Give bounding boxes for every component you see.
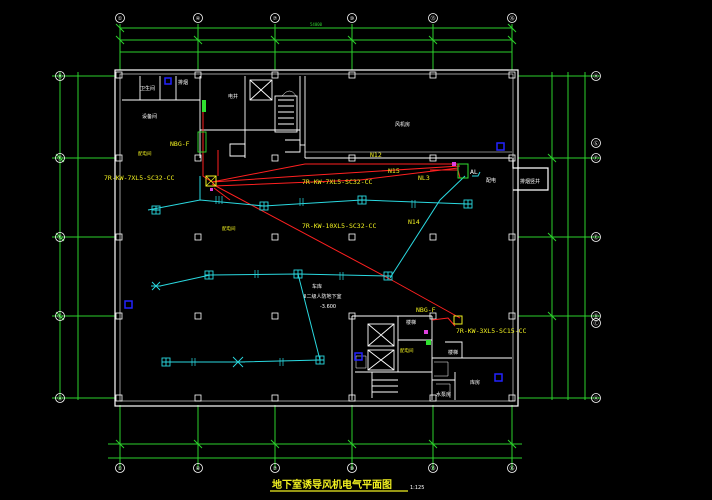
grid-label: Ⓒ <box>57 313 62 320</box>
cable-spec: 7R-KW-7XL5-SC32-CC <box>302 178 373 186</box>
dimension-text: 54000 <box>310 22 323 27</box>
control-box-2 <box>453 315 463 325</box>
distribution-boxes <box>197 100 469 345</box>
circuit-label: N12 <box>370 151 382 159</box>
grid-label: Ⓐ <box>593 395 598 402</box>
grid-label: Ⓕ <box>57 155 62 162</box>
grid-label: Ⓔ <box>57 234 62 241</box>
room-label: 车库 <box>312 283 322 290</box>
grid-bubbles-right <box>591 71 601 403</box>
fan-symbols <box>151 195 473 368</box>
magenta-marks <box>210 162 456 334</box>
fan-icon <box>151 281 161 291</box>
fan-icon <box>259 201 269 211</box>
room-label: Ⅱ二级人防地下室 <box>304 293 341 300</box>
circuit-label: N15 <box>388 167 400 175</box>
switch-indicator <box>426 340 431 345</box>
panel-label: AL <box>470 168 478 176</box>
cable-ticks <box>191 196 416 366</box>
panel-al <box>457 163 469 179</box>
outer-walls <box>114 69 549 407</box>
cable-spec: 7R-KW-3XL5-SC15-CC <box>456 327 527 335</box>
panel-label: NBG-F <box>416 306 436 314</box>
grid-label: Ⓓ <box>593 313 598 320</box>
equipment-box <box>124 300 133 309</box>
cable-labels: 7R-KW-7XL5-SC32-CC 7R-KW-7XL5-SC32-CC 7R… <box>104 140 527 335</box>
fan-icon <box>357 195 367 205</box>
panel-label: NBG-F <box>170 140 190 148</box>
room-labels: 配电 排烟竖井 车库 Ⅱ二级人防地下室 -3.600 设备间 风机房 电井 卫生… <box>140 79 540 398</box>
grid-label: Ⓔ <box>593 234 598 241</box>
equipment-box <box>496 142 505 151</box>
grid-label: ④ <box>196 16 201 22</box>
grid-label: ⑯ <box>509 465 514 472</box>
room-label: 排烟竖井 <box>520 178 540 185</box>
control-box <box>205 175 217 187</box>
room-label: 卫生间 <box>140 85 155 92</box>
grid-bubbles-top <box>115 13 517 23</box>
equipment-note: 配电间 <box>138 150 152 157</box>
room-label: 楼梯 <box>448 349 458 356</box>
grid-label: ④ <box>196 466 201 472</box>
equipment-box <box>494 373 503 382</box>
grid-label: ⑩ <box>350 466 355 472</box>
stair-details <box>281 90 451 398</box>
room-label: 设备间 <box>142 113 157 120</box>
fan-icon <box>315 355 325 365</box>
grid-label: ⑦ <box>273 16 278 22</box>
room-label: 风机房 <box>395 121 410 128</box>
grid-label: Ⓒ <box>593 320 598 327</box>
equipment-markers <box>124 77 505 382</box>
circuit-label: N14 <box>408 218 420 226</box>
grid-label: ⑦ <box>273 466 278 472</box>
circuit-label: NL3 <box>418 174 430 182</box>
cable-spec: 7R-KW-7XL5-SC32-CC <box>104 174 175 182</box>
drawing-title-block: 地下室诱导风机电气平面图 1:125 <box>270 478 424 492</box>
fan-icon <box>383 271 393 281</box>
grid-label: Ⓗ <box>57 73 62 80</box>
grid-label: Ⓖ <box>593 140 598 147</box>
interior-walls-top <box>122 76 512 159</box>
fan-icon <box>151 205 161 215</box>
room-label: 楼梯 <box>406 319 416 326</box>
grid-label: Ⓕ <box>593 155 598 162</box>
room-label: 配电 <box>486 177 496 184</box>
fan-icon <box>463 199 473 209</box>
drawing-title: 地下室诱导风机电气平面图 <box>272 478 392 491</box>
room-label: 排烟 <box>178 79 188 86</box>
grid-label: ① <box>118 16 123 22</box>
grid-label: ⑯ <box>509 15 514 22</box>
grid-bubbles-bottom <box>115 463 517 473</box>
room-label: 库房 <box>470 379 480 386</box>
fan-icon <box>204 270 214 280</box>
grid-label: ① <box>118 466 123 472</box>
cyan-circuits <box>147 171 481 363</box>
switch-indicator <box>202 100 206 112</box>
interior-walls-bottom <box>351 315 512 400</box>
grid-label: Ⓐ <box>57 395 62 402</box>
grid-label: ⑩ <box>350 16 355 22</box>
grid-label: ⑬ <box>430 15 435 22</box>
overall-dimension: 54000 <box>310 22 323 27</box>
equipment-box <box>354 352 363 361</box>
room-label: -3.600 <box>320 304 336 310</box>
drawing-scale: 1:125 <box>410 485 424 491</box>
fan-icon <box>231 356 245 368</box>
yellow-notes: 配电间 配电间 配电间 <box>138 150 414 354</box>
equipment-note: 配电间 <box>400 347 414 354</box>
equipment-box <box>164 77 172 85</box>
cable-spec: 7R-KW-10XL5-SC32-CC <box>302 222 376 230</box>
grid-bubble-text: ① ④ ⑦ ⑩ ⑬ ⑯ ① ④ ⑦ ⑩ ⑬ ⑯ Ⓗ Ⓕ Ⓔ Ⓒ Ⓐ Ⓗ Ⓖ Ⓕ … <box>57 15 598 472</box>
fan-icon <box>161 357 171 367</box>
fan-icon <box>293 269 303 279</box>
grid-label: Ⓗ <box>593 73 598 80</box>
room-label: 水泵房 <box>436 391 451 398</box>
dimension-lines <box>52 23 600 470</box>
room-label: 电井 <box>228 93 238 100</box>
grid-bubbles-left <box>55 71 65 403</box>
equipment-note: 配电间 <box>222 225 236 232</box>
grid-label: ⑬ <box>430 465 435 472</box>
panel-nbg <box>197 131 207 153</box>
